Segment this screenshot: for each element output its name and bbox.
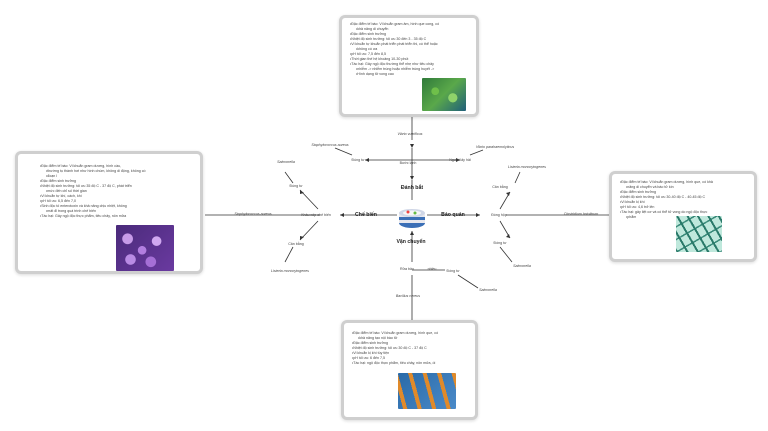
card-line: Đặc điểm tế bào: Vi khuẩn gram âm, hình … (350, 22, 439, 27)
card-line: Tác hại: Gây ngộ độc thường thể nhẹ như … (350, 62, 439, 67)
right-down-label: Đóng tư (493, 241, 507, 245)
card-line: Vi khuẩn kị khí (620, 200, 713, 205)
card-line: pH tối ưu: 6,5 đến 7,0 (40, 199, 146, 204)
card-line: khả năng di chuyển (350, 27, 439, 32)
branch-storage: Bảo quản (441, 212, 465, 218)
bacteria-image (398, 373, 456, 409)
card-line: Đặc điểm tế bào: Vi khuẩn gram dương, hì… (40, 164, 146, 169)
bacteria-image (116, 225, 174, 271)
card-line: Vi khuẩn tự khí, cách, khí (40, 194, 146, 199)
card-line: pH tối ưu: 4,6 trở lên (620, 205, 713, 210)
card-clostridium: Đặc điểm tế bào: Vi khuẩn gram dương, hì… (609, 171, 757, 262)
branch-transport: Vận chuyển (396, 239, 426, 245)
bottom-node-label: Rửa bảo (400, 267, 414, 271)
card-line: Đặc điểm tế bào: Vi khuẩn gram dương, hì… (620, 180, 713, 185)
card-line: Nhiệt độ sinh trưởng: tối ưu 30 độ C - 3… (352, 346, 438, 351)
food-container-icon (397, 203, 427, 231)
right-up-label: Cân bằng (492, 185, 508, 189)
right-node-label: Đóng hộp (491, 213, 507, 217)
bottom-down-label: Bacillus cereus (395, 294, 421, 298)
card-vibrio: Đặc điểm tế bào: Vi khuẩn gram âm, hình … (339, 15, 479, 117)
card-line: mức đến chỉ số thời gian (40, 189, 146, 194)
card-line: Tác hại: Gây ngộ độc thực phẩm, tiêu chả… (40, 214, 146, 219)
top-node-label: Bước lạnh (399, 161, 417, 165)
top-left-far-label: Staphylococcus aureus (311, 143, 349, 147)
bottom-right-far-label: Salmonella (479, 288, 497, 292)
card-line: Vi khuẩn kị khí tùy tiện (352, 351, 438, 356)
card-line: khả năng tạo nội bào tử (352, 336, 438, 341)
left-down-far-label: Listeria monocytogenes (271, 269, 309, 273)
card-line: Thời gian thế hệ khoảng 10-30 phút (350, 57, 439, 62)
right-up-far-label: Listeria monocytogenes (508, 165, 546, 169)
left-far-label: Staphylococcus aureus (234, 212, 272, 216)
bottom-right-label: Đóng tư (446, 269, 460, 273)
card-staphylococcus: Đặc điểm tế bào: Vi khuẩn gram dương, hì… (15, 151, 203, 274)
card-line: mất đi trong quá trình chế biến (40, 209, 146, 214)
card-line: Nhiệt độ sinh trưởng: tối ưu 35 độ C - 3… (40, 184, 146, 189)
left-up-label: Đúng tư (289, 184, 303, 188)
left-node-label: Khâu xếp chế biến (301, 213, 331, 217)
card-line: Sinh độc tố enterotoxin và khả năng chịu… (40, 204, 146, 209)
card-line: nhiễm -> nhiễm trùng hoặc nhiễm trùng hu… (350, 67, 439, 72)
card-line: Đặc điểm sinh trưởng (40, 179, 146, 184)
top-up-label: Vibrio vulnificus (397, 132, 423, 136)
branch-capture: Đánh bắt (400, 185, 424, 191)
card-line: Tác hại: gây liệt cơ và có thể tử vong d… (620, 210, 713, 215)
card-line: pH tối ưu: 7,5 đến 8,5 (350, 52, 439, 57)
card-line: Nhiệt độ sinh trưởng: tối ưu 30 đến 3 - … (350, 37, 439, 42)
card-line: Đặc điểm sinh trưởng (620, 190, 713, 195)
bottom-mid-label: nhiều (427, 267, 437, 271)
card-line: Đặc điểm sinh trưởng (350, 32, 439, 37)
bacteria-image (676, 216, 722, 252)
left-down-label: Cân bằng (288, 242, 304, 246)
card-line: không có ưa (350, 47, 439, 52)
card-line: Tác hại: ngộ độc thực phẩm, tiêu chảy, n… (352, 361, 438, 366)
card-line: phẩm (620, 215, 713, 220)
card-line: Đặc điểm sinh trưởng (352, 341, 438, 346)
card-line: đoạn l (40, 174, 146, 179)
card-line: Nhiệt độ sinh trưởng: tối ưu 30-40 độ C … (620, 195, 713, 200)
card-line: Hình dạng tử vong cao (350, 72, 439, 77)
top-left-label: Đúng tư (351, 158, 365, 162)
top-right-far-label: Vibrio parahaemolyticus (475, 145, 515, 149)
top-right-label: Người lấy hải (449, 158, 471, 162)
card-line: Vi khuẩn tự khuẩn phát triển phát triển … (350, 42, 439, 47)
right-far-label: Clostridium botulinum (563, 212, 599, 216)
card-line: pH tối ưu: 6 đến 7,5 (352, 356, 438, 361)
branch-processing: Chế biến (355, 212, 377, 218)
card-line: Đặc điểm tế bào: Vi khuẩn gram dương, hì… (352, 331, 438, 336)
card-bacillus: Đặc điểm tế bào: Vi khuẩn gram dương, hì… (341, 320, 478, 420)
card-line: thường tụ thành hơi như hình chùm, không… (40, 169, 145, 174)
card-line: năng di chuyển và bào tử kín (620, 185, 713, 190)
right-down-far-label: Salmonella (513, 264, 531, 268)
left-up-far-label: Salmonella (277, 160, 295, 164)
bacteria-image (422, 78, 466, 111)
